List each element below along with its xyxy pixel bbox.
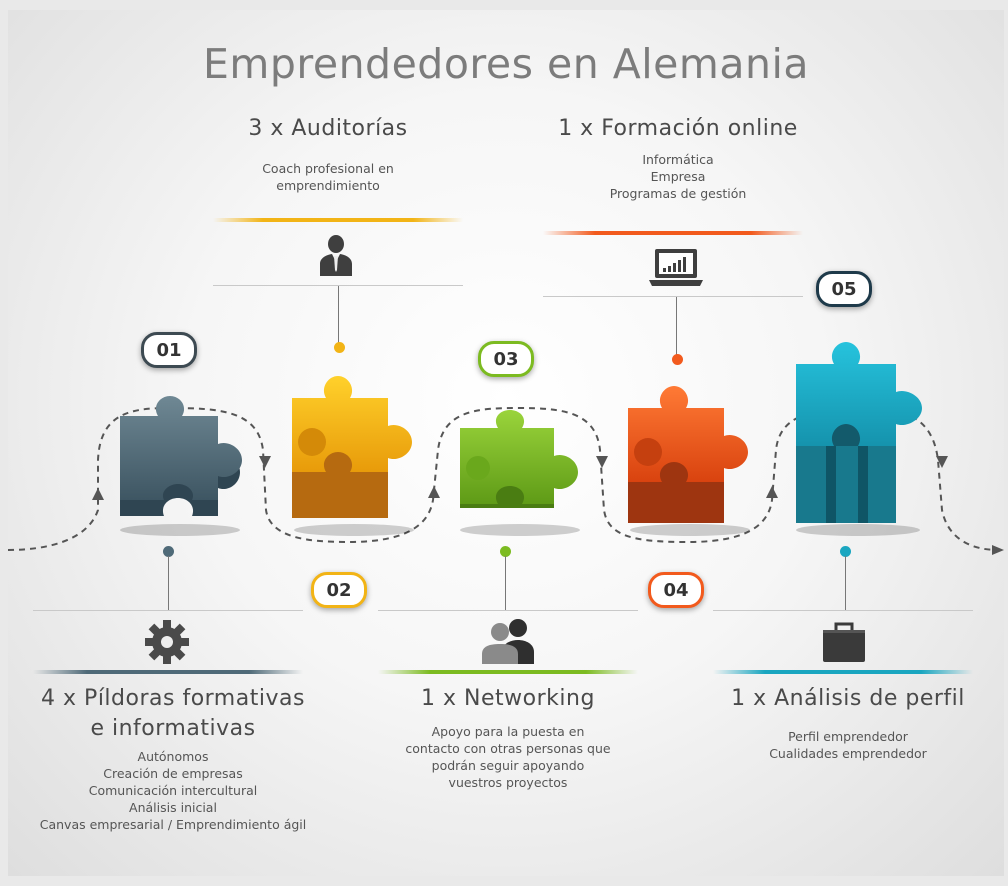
networking-divider bbox=[378, 610, 638, 611]
pildoras-heading-line1: 4 x Píldoras formativas bbox=[41, 686, 305, 711]
auditorias-connector-dot bbox=[334, 342, 345, 353]
puzzle-piece-03 bbox=[460, 410, 580, 536]
analisis-description: Perfil emprendedor Cualidades emprendedo… bbox=[718, 728, 978, 762]
laptop-chart-icon bbox=[649, 249, 703, 286]
formacion-connector bbox=[676, 297, 677, 359]
networking-line: contacto con otras personas que bbox=[405, 741, 611, 756]
businessman-icon bbox=[320, 235, 352, 276]
puzzle-piece-02 bbox=[292, 376, 414, 536]
networking-connector bbox=[505, 556, 506, 610]
step-number-badge: 02 bbox=[311, 572, 367, 608]
pildoras-divider bbox=[33, 610, 303, 611]
step-number-badge: 03 bbox=[478, 341, 534, 377]
networking-heading: 1 x Networking bbox=[421, 686, 595, 711]
auditorias-heading: 3 x Auditorías bbox=[248, 116, 408, 141]
analisis-connector-dot bbox=[840, 546, 851, 557]
puzzle-piece-01 bbox=[120, 396, 242, 536]
gear-icon bbox=[145, 620, 189, 664]
pildoras-line: Autónomos bbox=[137, 749, 209, 764]
analisis-connector bbox=[845, 556, 846, 610]
networking-description: Apoyo para la puesta en contacto con otr… bbox=[373, 723, 643, 791]
puzzle-piece-05 bbox=[796, 342, 922, 536]
networking-line: Apoyo para la puesta en bbox=[431, 724, 585, 739]
auditorias-connector bbox=[338, 286, 339, 344]
formacion-line: Informática bbox=[642, 152, 714, 167]
pildoras-line: Canvas empresarial / Emprendimiento ágil bbox=[39, 817, 307, 832]
people-icon bbox=[482, 619, 534, 664]
analisis-line: Cualidades emprendedor bbox=[769, 746, 927, 761]
formacion-connector-dot bbox=[672, 354, 683, 365]
step-number-badge: 01 bbox=[141, 332, 197, 368]
analisis-divider bbox=[713, 610, 973, 611]
networking-color-bar bbox=[378, 670, 638, 674]
briefcase-icon bbox=[823, 622, 865, 662]
analisis-heading: 1 x Análisis de perfil bbox=[731, 686, 965, 711]
networking-line: vuestros proyectos bbox=[448, 775, 568, 790]
page-title: Emprendedores en Alemania bbox=[203, 40, 809, 88]
pildoras-heading-line2: e informativas bbox=[90, 716, 256, 741]
networking-connector-dot bbox=[500, 546, 511, 557]
infographic: Emprendedores en Alemania 3 x Auditorías… bbox=[8, 10, 1004, 876]
formacion-color-bar bbox=[543, 231, 803, 235]
step-number-badge: 04 bbox=[648, 572, 704, 608]
formacion-description: Informática Empresa Programas de gestión bbox=[568, 151, 788, 202]
auditorias-divider bbox=[213, 285, 463, 286]
pildoras-line: Creación de empresas bbox=[103, 766, 243, 781]
formacion-line: Programas de gestión bbox=[609, 186, 747, 201]
pildoras-description: Autónomos Creación de empresas Comunicac… bbox=[8, 748, 338, 833]
auditorias-line: emprendimiento bbox=[276, 178, 380, 193]
formacion-line: Empresa bbox=[650, 169, 706, 184]
pildoras-line: Análisis inicial bbox=[129, 800, 217, 815]
auditorias-color-bar bbox=[213, 218, 463, 222]
networking-line: podrán seguir apoyando bbox=[431, 758, 585, 773]
analisis-color-bar bbox=[713, 670, 973, 674]
auditorias-line: Coach profesional en bbox=[262, 161, 394, 176]
pildoras-connector bbox=[168, 556, 169, 610]
analisis-line: Perfil emprendedor bbox=[788, 729, 908, 744]
pildoras-connector-dot bbox=[163, 546, 174, 557]
step-number-badge: 05 bbox=[816, 271, 872, 307]
formacion-divider bbox=[543, 296, 803, 297]
auditorias-description: Coach profesional en emprendimiento bbox=[208, 160, 448, 194]
pildoras-line: Comunicación intercultural bbox=[88, 783, 258, 798]
puzzle-piece-04 bbox=[628, 386, 750, 536]
pildoras-color-bar bbox=[33, 670, 303, 674]
formacion-heading: 1 x Formación online bbox=[558, 116, 798, 141]
